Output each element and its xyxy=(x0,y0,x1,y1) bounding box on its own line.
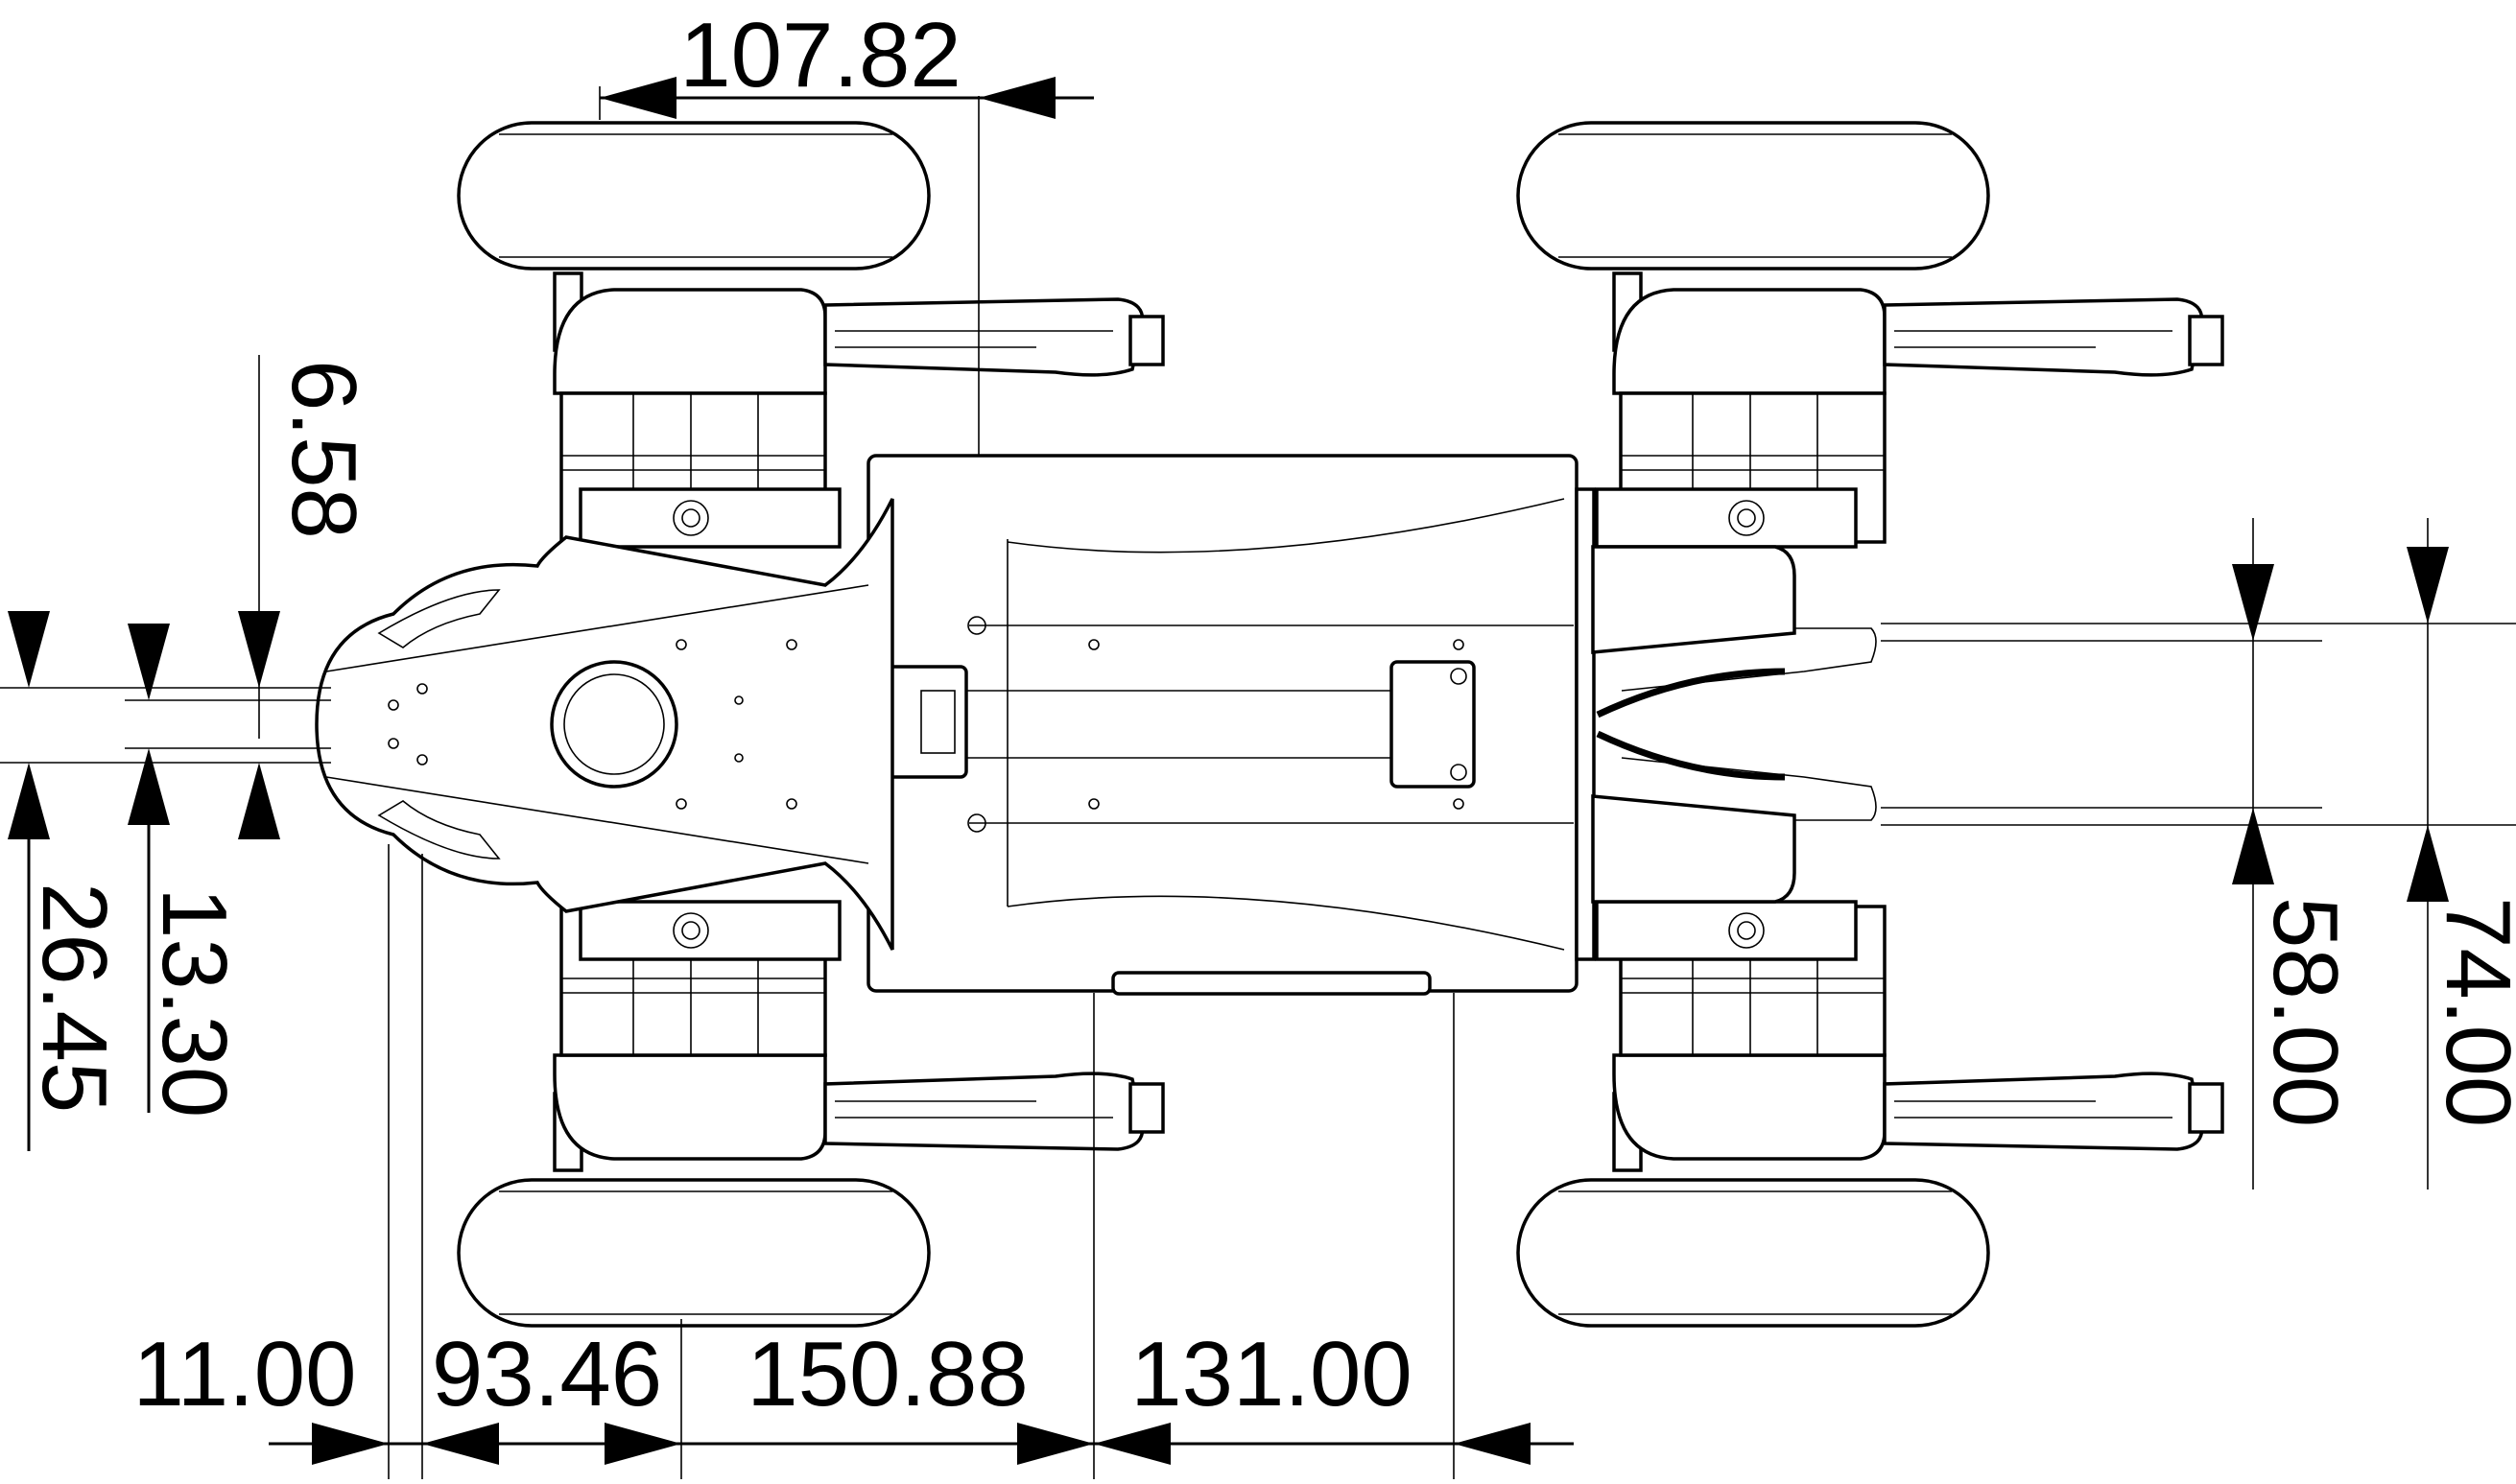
dim-label-right-inner: 58.00 xyxy=(2254,897,2357,1127)
wheel-front-top xyxy=(457,121,931,271)
leg-rear-bottom xyxy=(1595,900,2224,1172)
dim-label-right-outer: 74.00 xyxy=(2427,897,2516,1127)
dim-label-bottom-4: 131.00 xyxy=(1130,1323,1412,1425)
dim-label-bottom-1: 11.00 xyxy=(132,1323,356,1425)
dim-label-left-mid: 13.30 xyxy=(143,887,246,1118)
leg-front-top xyxy=(553,271,1165,549)
dim-label-left-outer: 26.45 xyxy=(23,883,126,1113)
dim-label-bottom-3: 150.88 xyxy=(747,1323,1029,1425)
dim-label-bottom-2: 93.46 xyxy=(432,1323,662,1425)
dim-label-left-vertical: 6.58 xyxy=(273,360,375,539)
rear-connector-block xyxy=(1575,487,1877,961)
main-body xyxy=(866,454,1578,996)
wheel-rear-bottom xyxy=(1516,1178,1990,1328)
head xyxy=(315,498,894,951)
wheel-rear-top xyxy=(1516,121,1990,271)
wheel-front-bottom xyxy=(457,1178,931,1328)
dimension-arrows xyxy=(8,77,2449,1465)
leg-rear-top xyxy=(1595,271,2224,549)
leg-front-bottom xyxy=(553,900,1165,1172)
dim-label-top: 107.82 xyxy=(679,4,961,106)
